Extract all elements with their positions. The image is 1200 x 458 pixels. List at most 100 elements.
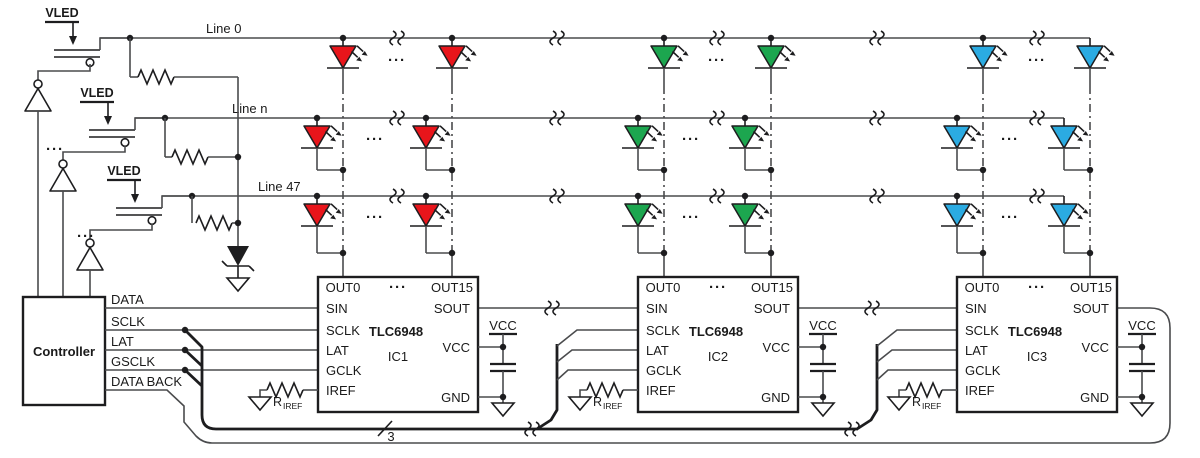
gclk-pin-label: GCLK <box>965 363 1001 378</box>
ic2-block: OUT0 ··· OUT15 SIN SCLK LAT GCLK IREF SO… <box>568 275 837 417</box>
vled-label: VLED <box>80 86 113 100</box>
more-drivers-ellipsis: ··· <box>77 228 95 245</box>
ground-icon <box>811 402 835 417</box>
sout-pin-label: SOUT <box>434 301 470 316</box>
vcc-pin-label: VCC <box>763 340 790 355</box>
red-led-icon <box>436 38 477 68</box>
line0-label: Line 0 <box>206 21 241 36</box>
green-led-icon <box>755 38 796 68</box>
zener-diode-icon <box>221 246 255 292</box>
led-column <box>941 34 1008 277</box>
sclk-pin-label: SCLK <box>111 314 145 329</box>
sin-pin-label: SIN <box>965 301 987 316</box>
vled-label: VLED <box>107 164 140 178</box>
resistor-icon <box>137 69 175 85</box>
scan-line-rows: Line 0 Line n Line 47 <box>100 21 1090 197</box>
vled-driver-2: VLED <box>49 86 170 297</box>
more-leds-ellipsis: ··· <box>366 209 384 226</box>
pmos-switch-icon <box>43 20 135 68</box>
ic3-block: OUT0 ··· OUT15 SIN SCLK LAT GCLK IREF SO… <box>887 275 1156 417</box>
out15-pin-label: OUT15 <box>751 280 793 295</box>
red-led-icon <box>327 38 368 68</box>
data-back-pin-label: DATA BACK <box>111 374 182 389</box>
lat-pin-label: LAT <box>326 343 349 358</box>
inverter-icon <box>49 159 77 192</box>
green-led-icon <box>622 196 663 226</box>
out-ellipsis: ··· <box>389 279 407 296</box>
out0-pin-label: OUT0 <box>646 280 681 295</box>
blue-led-icon <box>1048 118 1089 148</box>
out15-pin-label: OUT15 <box>1070 280 1112 295</box>
sout-pin-label: SOUT <box>754 301 790 316</box>
red-led-icon <box>301 118 342 148</box>
iref-pin-label: IREF <box>965 383 995 398</box>
green-led-icon <box>729 118 770 148</box>
more-drivers-ellipsis: ··· <box>46 141 64 158</box>
led-column <box>1048 38 1115 277</box>
pmos-switch-icon <box>78 100 170 148</box>
blue-led-icon <box>941 118 982 148</box>
more-leds-ellipsis: ··· <box>1001 131 1019 148</box>
control-bus: 3 <box>181 326 957 444</box>
lat-pin-label: LAT <box>111 334 134 349</box>
vcc-rail-label: VCC <box>489 318 516 333</box>
vcc-decoupling: VCC <box>1128 318 1156 417</box>
vcc-decoupling: VCC <box>489 318 517 417</box>
iref-pin-label: IREF <box>326 383 356 398</box>
controller-label: Controller <box>33 344 95 359</box>
led-matrix: ··· ··· ··· ··· ··· ··· ··· ··· ··· <box>301 30 1115 277</box>
resistor-icon <box>195 215 233 231</box>
vcc-rail-label: VCC <box>1128 318 1155 333</box>
sclk-pin-label: SCLK <box>326 323 360 338</box>
led-column <box>410 34 477 277</box>
lat-pin-label: LAT <box>646 343 669 358</box>
vcc-rail-label: VCC <box>809 318 836 333</box>
sin-pin-label: SIN <box>646 301 668 316</box>
ground-icon <box>1130 402 1154 417</box>
controller-block: Controller DATA SCLK LAT GSCLK DATA BACK <box>21 292 318 407</box>
ic-part-number: TLC6948 <box>689 324 743 339</box>
ic-designator: IC3 <box>1027 349 1047 364</box>
vled-driver-1: VLED <box>24 6 135 297</box>
vled-driver-3: VLED <box>76 164 197 297</box>
ground-icon <box>491 402 515 417</box>
led-column <box>622 34 689 277</box>
blue-led-icon <box>1048 196 1089 226</box>
more-leds-ellipsis: ··· <box>388 52 406 69</box>
more-leds-ellipsis: ··· <box>682 209 700 226</box>
gsclk-pin-label: GSCLK <box>111 354 155 369</box>
bus-width-label: 3 <box>387 429 394 444</box>
out-ellipsis: ··· <box>1028 279 1046 296</box>
sout-pin-label: SOUT <box>1073 301 1109 316</box>
led-column <box>729 34 796 277</box>
more-leds-ellipsis: ··· <box>1028 52 1046 69</box>
more-leds-ellipsis: ··· <box>682 131 700 148</box>
data-pin-label: DATA <box>111 292 144 307</box>
more-leds-ellipsis: ··· <box>1001 209 1019 226</box>
data-back-loop <box>105 307 1171 444</box>
red-led-icon <box>410 118 451 148</box>
resistor-icon <box>171 149 209 165</box>
out0-pin-label: OUT0 <box>326 280 361 295</box>
ic-part-number: TLC6948 <box>369 324 423 339</box>
out0-pin-label: OUT0 <box>965 280 1000 295</box>
ic1-block: OUT0 ··· OUT15 SIN SCLK LAT GCLK IREF SO… <box>248 275 517 417</box>
vcc-pin-label: VCC <box>443 340 470 355</box>
riref-label: R <box>912 395 921 409</box>
ic-designator: IC2 <box>708 349 728 364</box>
sclk-pin-label: SCLK <box>646 323 680 338</box>
red-led-icon <box>301 196 342 226</box>
sin-pin-label: SIN <box>326 301 348 316</box>
ic-part-number: TLC6948 <box>1008 324 1062 339</box>
sclk-pin-label: SCLK <box>965 323 999 338</box>
ground-icon <box>568 396 592 411</box>
gnd-pin-label: GND <box>1080 390 1109 405</box>
riref-label: R <box>273 395 282 409</box>
gclk-pin-label: GCLK <box>326 363 362 378</box>
blue-led-icon <box>967 38 1008 68</box>
ground-icon <box>887 396 911 411</box>
inverter-icon <box>24 79 52 112</box>
red-led-icon <box>410 196 451 226</box>
